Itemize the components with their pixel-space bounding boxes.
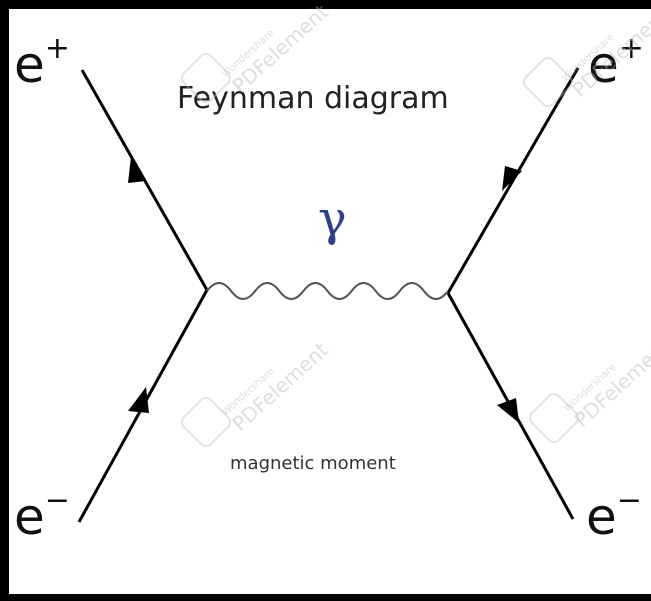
diagram-caption: magnetic moment <box>230 453 396 474</box>
label-positron-top-right: e+ <box>588 31 644 94</box>
label-positron-top-left: e+ <box>14 31 70 94</box>
arrow-top-right <box>502 166 522 191</box>
arrow-bottom-right <box>497 398 519 423</box>
diagram-title: Feynman diagram <box>177 81 449 116</box>
positron-line-top-right <box>446 67 580 294</box>
photon-propagator <box>206 282 449 300</box>
arrow-top-left <box>128 157 146 183</box>
label-electron-bottom-left: e− <box>14 483 70 546</box>
arrow-bottom-left <box>128 387 149 413</box>
label-electron-bottom-right: e− <box>586 483 642 546</box>
photon-label: γ <box>318 191 347 247</box>
